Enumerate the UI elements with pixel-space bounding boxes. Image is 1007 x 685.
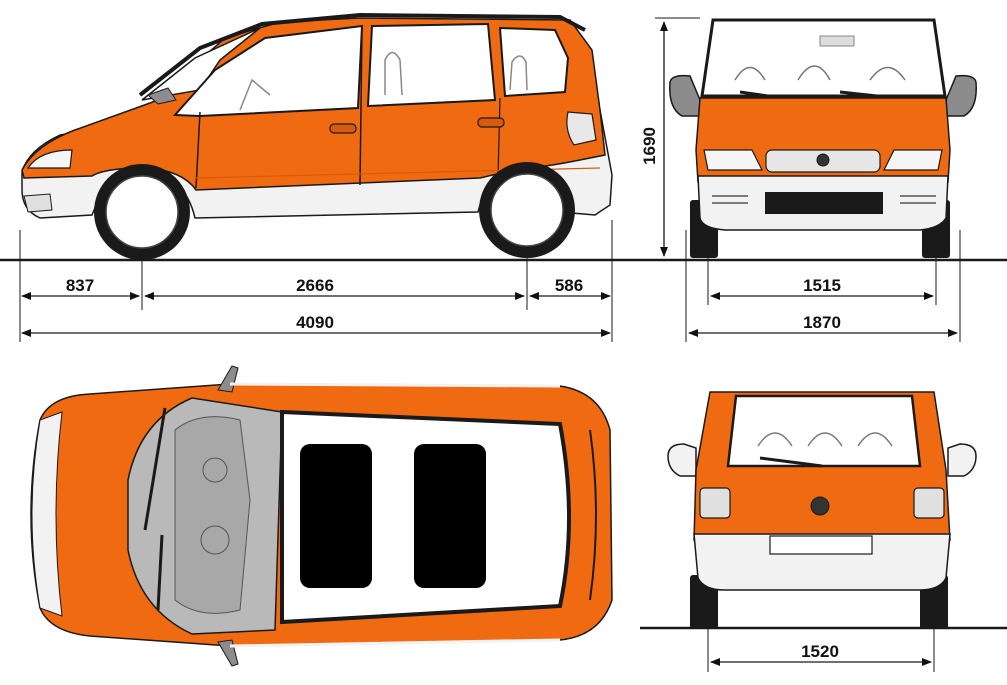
rear-view	[667, 391, 977, 629]
front-left-mirror	[669, 74, 701, 117]
side-taillight	[566, 111, 597, 146]
overall-width-label: 1870	[800, 314, 844, 332]
rear-right-mirror	[947, 443, 977, 477]
rear-track-label: 1520	[798, 643, 842, 661]
wheelbase-label: 2666	[293, 277, 337, 295]
side-windshield	[141, 27, 261, 101]
front-overhang-label: 837	[62, 277, 98, 295]
front-right-mirror	[945, 74, 977, 117]
rear-overhang-label: 586	[551, 277, 587, 295]
rear-bumper	[693, 533, 951, 591]
top-sunroof-rear	[414, 444, 486, 588]
front-windshield	[700, 18, 947, 98]
height-label: 1690	[640, 124, 659, 168]
rear-window	[726, 394, 922, 468]
rear-dimensions	[707, 625, 935, 672]
side-dimensions	[19, 220, 613, 342]
overall-length-label: 4090	[293, 314, 337, 332]
front-track-label: 1515	[800, 277, 844, 295]
side-quarter-window	[498, 26, 570, 98]
front-dimensions	[655, 17, 961, 342]
side-view	[21, 12, 613, 260]
rear-left-mirror	[667, 443, 697, 477]
top-view	[30, 365, 613, 667]
side-rear-window	[366, 22, 497, 108]
top-sunroof-front	[300, 444, 372, 588]
side-front-wheel	[94, 164, 190, 260]
side-rear-wheel	[479, 162, 575, 258]
side-headlight	[26, 149, 73, 169]
front-view	[669, 18, 977, 258]
